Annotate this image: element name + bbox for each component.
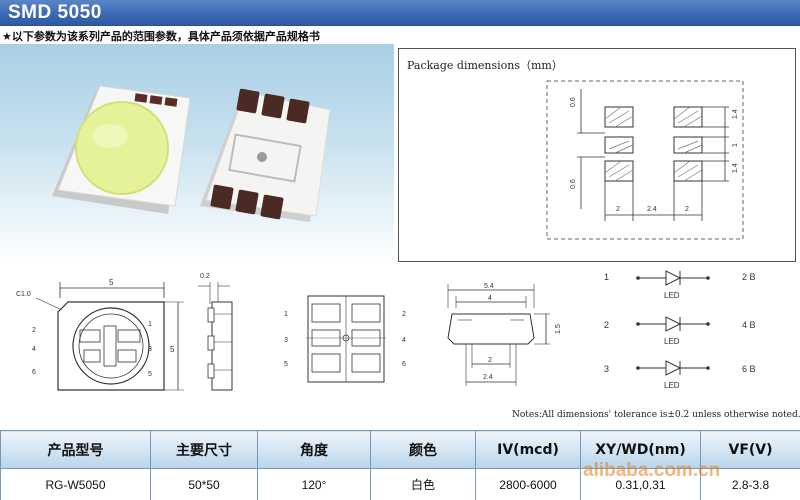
led-pad [235,189,259,215]
side-body [211,301,233,391]
tolerance-notes: Notes:All dimensions' tolerance is±0.2 u… [512,410,800,420]
footprint-pads [604,106,703,182]
column-header: 主要尺寸 [150,430,258,469]
chamfer-label: C1.0 [16,291,31,298]
dim-label: 5.4 [484,283,494,290]
diode-icon [665,360,682,376]
dim-label: 5 [170,345,175,354]
side-view-drawing: 0.2 [188,268,242,398]
footprint-diagram: 0.6 0.6 1.4 1 1.4 2 2.4 2 [546,80,744,240]
led-label: LED [664,381,680,390]
spec-table: 产品型号 主要尺寸 角度 颜色 IV(mcd) XY/WD(nm) VF(V) … [0,430,800,500]
pin-label: 6 B [742,364,756,374]
column-header: IV(mcd) [475,430,581,469]
pin-label: 1 [148,321,152,328]
spec-table-header-row: 产品型号 主要尺寸 角度 颜色 IV(mcd) XY/WD(nm) VF(V) [0,430,800,469]
table-row: RG-W5050 50*50 120° 白色 2800-6000 0.31,0.… [0,468,800,500]
led-lens [76,102,168,194]
schematic-row: 2 LED 4 B [604,316,756,346]
table-cell: 0.31,0.31 [580,468,701,500]
top-view-drawing: 5 C1.0 5 2 4 6 1 3 5 [14,268,190,398]
product-photo [0,44,394,262]
package-outline [57,301,165,391]
dim-label: 1.4 [732,109,739,119]
dim-label: 2.4 [483,374,493,381]
pin-label: 6 [402,361,406,368]
led-photo-illustration [52,85,331,222]
pin-label: 3 [284,337,288,344]
dim-label: 1.4 [732,163,739,173]
pin-label: 4 [32,346,36,353]
table-cell: 50*50 [150,468,258,500]
pin-label: 4 [402,337,406,344]
pin-label: 5 [284,361,288,368]
pin-label: 2 [32,327,36,334]
led-pad [260,194,284,220]
pad-view-drawing: 1 3 5 2 4 6 [276,290,416,390]
pin-label: 2 [604,320,609,330]
dim-label: 2 [488,357,492,364]
dim-label: 0.6 [570,97,577,107]
table-cell: 120° [257,468,371,500]
column-header: VF(V) [700,430,800,469]
dim-label: 2.4 [647,206,657,213]
page-title: SMD 5050 [8,2,102,23]
pin-label: 1 [284,311,288,318]
dim-label: 2 [616,206,620,213]
table-cell: 2.8-3.8 [700,468,800,500]
dim-label: 0.2 [200,273,210,280]
led-label: LED [664,291,680,300]
pin-label: 3 [604,364,609,374]
pin-label: 5 [148,371,152,378]
dim-label: 5 [109,278,114,287]
led-back-package [200,88,331,222]
lens-outline [72,307,150,385]
title-bar: SMD 5050 [0,0,800,26]
led-pad [261,93,285,119]
pin-label: 6 [32,369,36,376]
dim-label: 4 [488,295,492,302]
table-cell: 白色 [370,468,476,500]
profile-view-drawing: 5.4 4 1.5 2 2.4 [438,278,568,396]
pin-label: 2 [402,311,406,318]
table-cell: RG-W5050 [0,468,151,500]
schematic-drawing: 1 LED 2 B 2 LED 4 B 3 LED 6 [592,266,792,400]
dim-label: 1.5 [555,324,562,334]
pin-label: 3 [148,346,152,353]
table-cell: 2800-6000 [475,468,581,500]
diode-icon [665,316,682,332]
schematic-row: 3 LED 6 B [604,360,756,390]
footprint-outline [546,80,744,240]
column-header: 颜色 [370,430,476,469]
diode-icon [665,270,682,286]
schematic-row: 1 LED 2 B [604,270,756,300]
dim-label: 2 [685,206,689,213]
led-pad [236,88,260,114]
column-header: XY/WD(nm) [580,430,701,469]
column-header: 角度 [257,430,371,469]
pin-label: 4 B [742,320,756,330]
pin-label: 1 [604,272,609,282]
profile-body [447,313,535,345]
dim-label: 1 [732,143,739,147]
column-header: 产品型号 [0,430,151,469]
led-pad [210,184,234,210]
package-dimensions-panel: Package dimensions（mm） [398,48,796,262]
dim-label: 0.6 [570,179,577,189]
pin-label: 2 B [742,272,756,282]
package-dimensions-heading: Package dimensions（mm） [407,59,563,72]
led-label: LED [664,337,680,346]
disclaimer-text: ★以下参数为该系列产品的范围参数，具体产品须依据产品规格书 [2,30,320,42]
led-pad [286,98,310,124]
led-front-package [52,85,191,214]
